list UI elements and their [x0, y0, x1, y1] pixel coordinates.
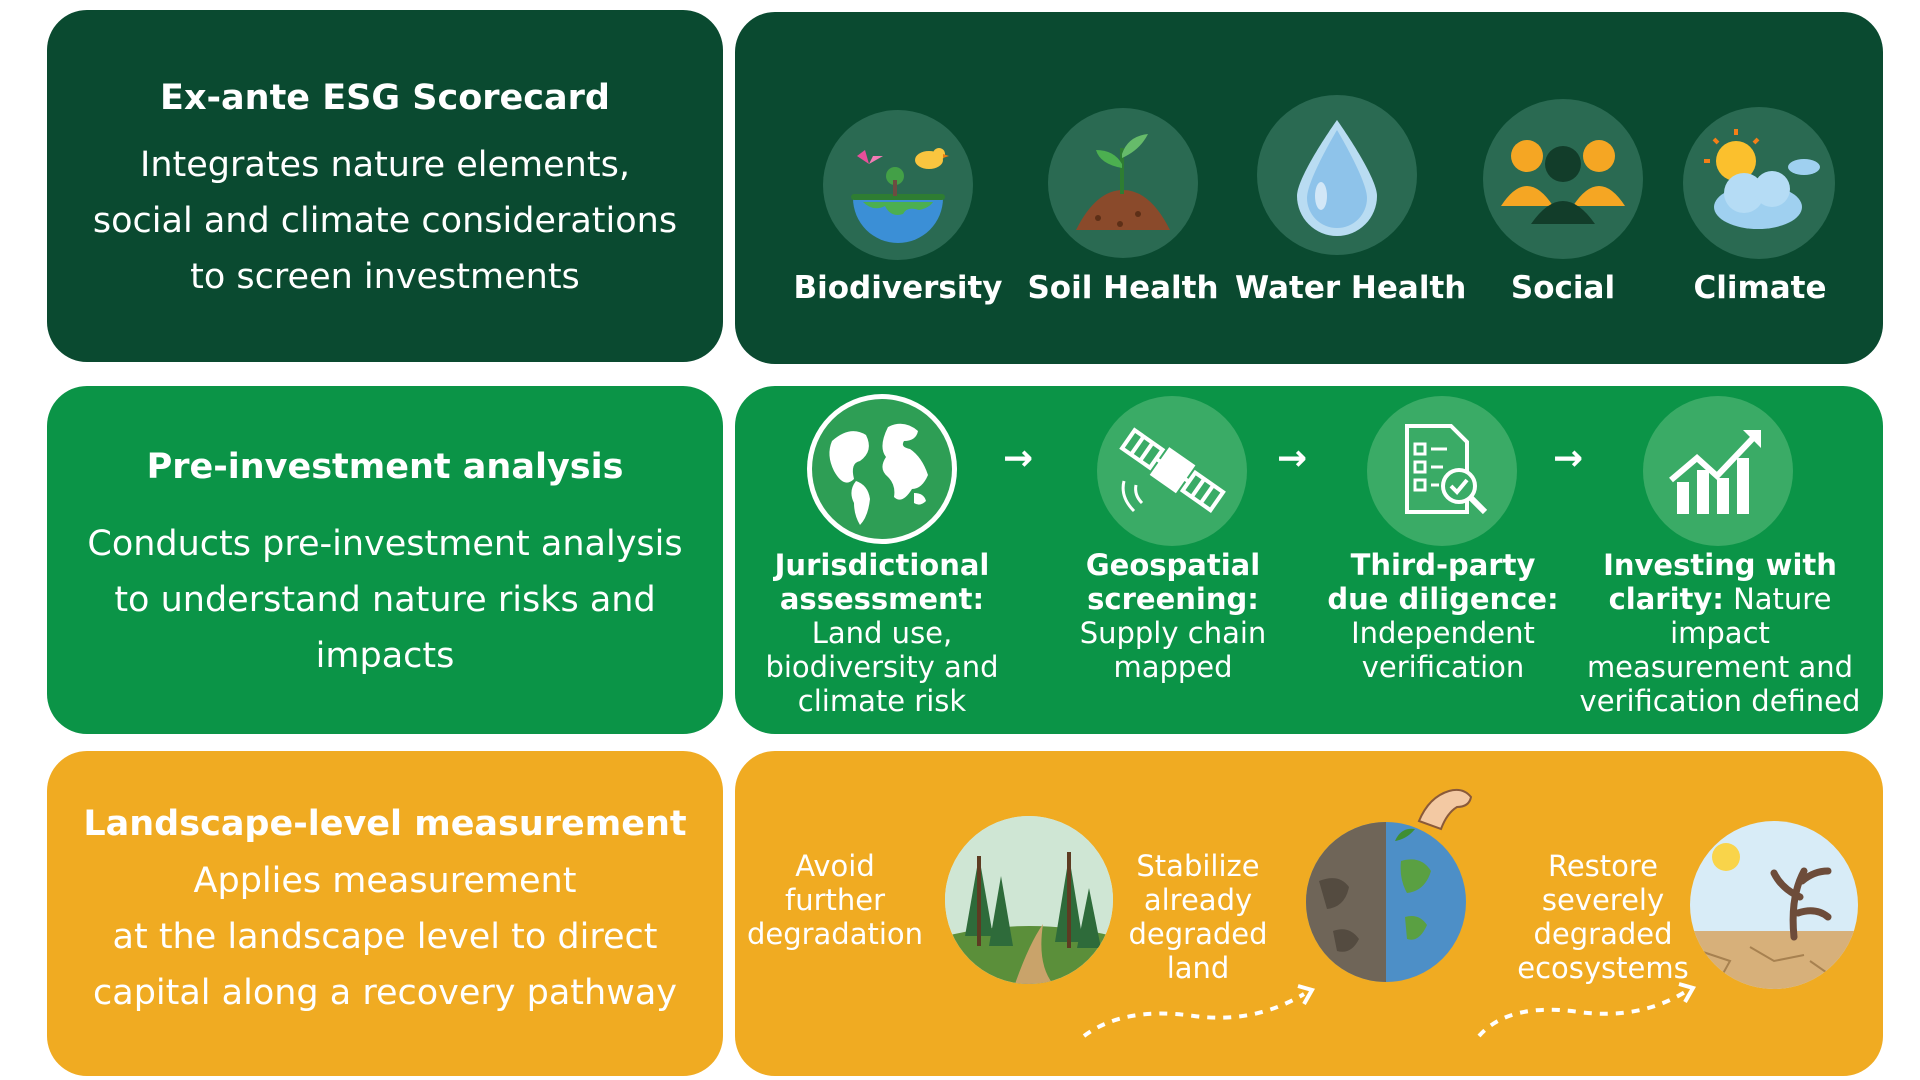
seedling-icon — [1048, 108, 1198, 258]
step-due-diligence-heading: Third-party due diligence: — [1327, 548, 1559, 616]
landscape-panel: Landscape-level measurement Applies meas… — [47, 751, 723, 1076]
globe-icon — [807, 394, 957, 544]
stage-avoid-text: Avoid further degradation — [746, 849, 924, 951]
pillar-label-climate: Climate — [1693, 270, 1827, 306]
scorecard-title: Ex-ante ESG Scorecard — [160, 78, 610, 118]
pillar-label-social: Social — [1510, 270, 1616, 306]
pillars-panel: Biodiversity Soil Health Water Health So… — [735, 12, 1883, 364]
scorecard-body-line: social and climate considerations — [92, 201, 678, 241]
step-due-diligence: Third-party due diligence: Independent v… — [1317, 548, 1569, 684]
pillar-label-water-health: Water Health — [1235, 270, 1467, 306]
arrow-right-icon: → — [1277, 438, 1308, 479]
step-due-diligence-text: Independent verification — [1351, 616, 1535, 684]
water-drop-icon — [1257, 95, 1417, 255]
stage-stabilize-text: Stabilize already degraded land — [1128, 849, 1268, 985]
step-jurisdictional-text: Land use, biodiversity and climate risk — [765, 616, 999, 718]
pre-investment-body-line: to understand nature risks and — [114, 580, 656, 620]
scorecard-body-line: to screen investments — [190, 257, 580, 297]
pre-investment-panel: Pre-investment analysis Conducts pre-inv… — [47, 386, 723, 734]
landscape-title: Landscape-level measurement — [83, 804, 687, 844]
pre-investment-body: Conducts pre-investment analysis to unde… — [87, 516, 682, 684]
arrow-right-icon: → — [1003, 438, 1034, 479]
pillar-label-biodiversity: Biodiversity — [793, 270, 1003, 306]
hand-icon — [1417, 788, 1473, 831]
step-geospatial-heading: Geospatial screening: — [1085, 548, 1261, 616]
step-investing-clarity-text: Nature impact measurement and verificati… — [1579, 582, 1861, 718]
step-geospatial: Geospatial screening: Supply chain mappe… — [1053, 548, 1293, 684]
step-investing-clarity: Investing with clarity: Nature impact me… — [1573, 548, 1867, 718]
pillar-label-soil-health: Soil Health — [1027, 270, 1219, 306]
pre-investment-body-line: Conducts pre-investment analysis — [87, 524, 683, 564]
landscape-body: Applies measurement at the landscape lev… — [93, 853, 677, 1021]
checklist-magnifier-icon — [1367, 396, 1517, 546]
earth-hand-icon — [1305, 821, 1467, 983]
scorecard-body-line: Integrates nature elements, — [140, 145, 630, 185]
growth-chart-icon — [1643, 396, 1793, 546]
dry-tree-icon — [1690, 821, 1858, 989]
sun-cloud-icon — [1683, 107, 1835, 259]
people-icon — [1483, 99, 1643, 259]
step-geospatial-text: Supply chain mapped — [1079, 616, 1267, 684]
scorecard-panel: Ex-ante ESG Scorecard Integrates nature … — [47, 10, 723, 362]
stage-restore-text: Restore severely degraded ecosystems — [1517, 849, 1689, 985]
pre-investment-title: Pre-investment analysis — [146, 447, 624, 487]
landscape-body-line: capital along a recovery pathway — [93, 973, 677, 1013]
recovery-pathway-panel: Avoid further degradation Stabilize alre… — [735, 751, 1883, 1076]
biodiversity-icon — [823, 110, 973, 260]
analysis-steps-panel: Jurisdictional assessment: Land use, bio… — [735, 386, 1883, 734]
landscape-body-line: Applies measurement — [193, 861, 577, 901]
step-jurisdictional: Jurisdictional assessment: Land use, bio… — [763, 548, 1001, 718]
arrow-right-icon: → — [1553, 438, 1584, 479]
curved-arrow-icon — [1082, 984, 1316, 1038]
forest-icon — [945, 816, 1113, 984]
curved-arrow-icon — [1477, 982, 1697, 1038]
step-investing-clarity-heading: Investing with clarity: — [1603, 548, 1837, 616]
pre-investment-body-line: impacts — [315, 636, 455, 676]
scorecard-body: Integrates nature elements, social and c… — [93, 137, 677, 305]
satellite-icon — [1097, 396, 1247, 546]
landscape-body-line: at the landscape level to direct — [112, 917, 658, 957]
step-jurisdictional-heading: Jurisdictional assessment: — [774, 548, 990, 616]
